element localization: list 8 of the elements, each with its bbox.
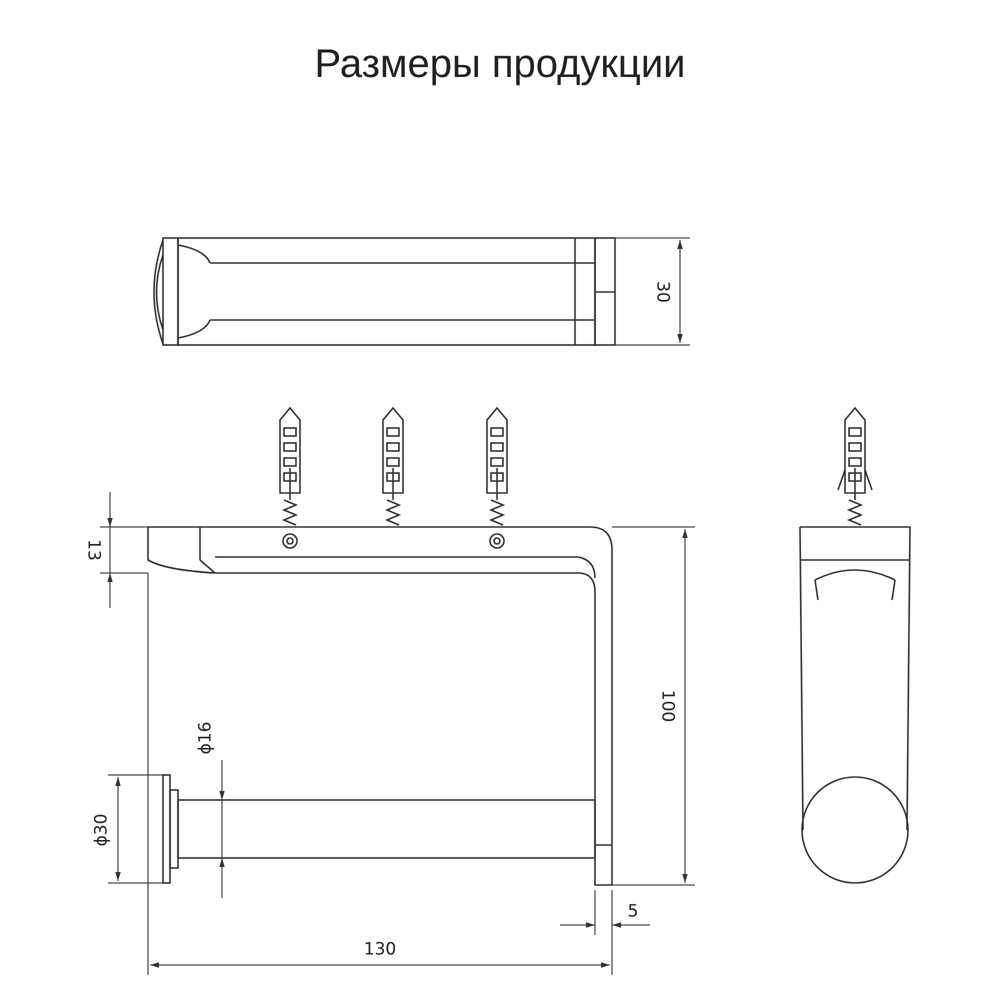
dimension-label: 100: [658, 690, 676, 722]
title: Размеры продукции: [314, 42, 686, 87]
dimension-label: 30: [654, 281, 670, 303]
dimension-label: ϕ30: [94, 814, 110, 846]
dimension-label: ϕ16: [198, 722, 214, 754]
dimension-label: 5: [628, 904, 638, 920]
dimension-label: 13: [84, 539, 102, 561]
dimension-label: 130: [364, 942, 396, 958]
